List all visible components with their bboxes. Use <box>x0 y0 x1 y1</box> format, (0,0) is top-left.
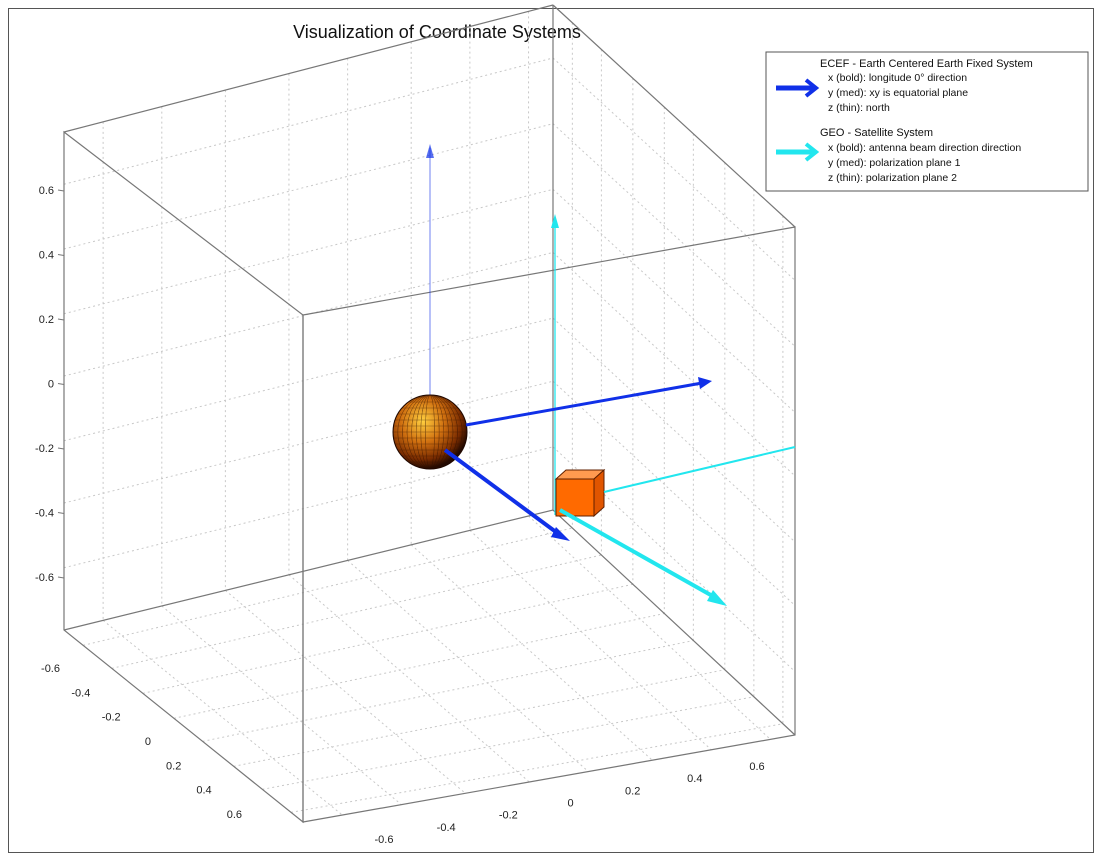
front-floor-tick-label: -0.6 <box>375 834 394 846</box>
z-tick-label: -0.6 <box>35 572 54 584</box>
legend-arrow-geo <box>776 142 820 162</box>
legend-arrow-ecef <box>776 78 820 98</box>
z-tick-labels: 0.6 0.4 0.2 0 -0.2 -0.4 -0.6 <box>35 185 65 584</box>
left-floor-tick-label: 0.6 <box>227 809 242 821</box>
z-tick-mark <box>57 447 65 450</box>
front-floor-tick-label: 0.2 <box>625 785 640 797</box>
legend-ecef-line-1: x (bold): longitude 0° direction <box>828 72 967 84</box>
front-floor-tick-labels: -0.6 -0.4 -0.2 0 0.2 0.4 0.6 <box>375 761 765 846</box>
legend-geo-line-3: z (thin): polarization plane 2 <box>828 172 957 184</box>
left-floor-tick-label: -0.2 <box>102 712 121 724</box>
left-floor-tick-labels: -0.6 -0.4 -0.2 0 0.2 0.4 0.6 <box>41 663 242 821</box>
legend-ecef-line-2: y (med): xy is equatorial plane <box>828 87 968 99</box>
left-floor-tick-label: -0.6 <box>41 663 60 675</box>
left-floor-tick-label: 0.4 <box>196 785 211 797</box>
legend-geo-line-2: y (med): polarization plane 1 <box>828 157 961 169</box>
z-tick-label: 0 <box>48 379 54 391</box>
geo-z-axis-arrow <box>551 214 559 515</box>
ecef-x-axis-arrow <box>443 448 570 541</box>
legend: ECEF - Earth Centered Earth Fixed System… <box>765 51 1089 192</box>
z-tick-label: 0.6 <box>39 185 54 197</box>
front-floor-tick-label: 0.4 <box>687 773 702 785</box>
z-tick-mark <box>57 318 65 321</box>
legend-group-ecef: ECEF - Earth Centered Earth Fixed System… <box>776 58 1033 114</box>
z-tick-mark <box>57 576 65 579</box>
geo-x-axis-arrow <box>559 508 727 606</box>
front-floor-tick-label: 0.6 <box>749 761 764 773</box>
legend-ecef-title: ECEF - Earth Centered Earth Fixed System <box>820 58 1033 70</box>
front-floor-tick-label: -0.2 <box>499 810 518 822</box>
ecef-z-axis-arrow <box>426 144 434 395</box>
z-tick-label: 0.2 <box>39 314 54 326</box>
legend-ecef-line-3: z (thin): north <box>828 102 890 114</box>
z-tick-label: -0.4 <box>35 508 54 520</box>
front-floor-tick-label: -0.4 <box>437 822 456 834</box>
legend-group-geo: GEO - Satellite System x (bold): antenna… <box>776 127 1021 184</box>
ecef-y-axis-arrow <box>465 377 712 427</box>
z-tick-mark <box>57 512 65 514</box>
left-floor-tick-label: 0 <box>145 736 151 748</box>
front-floor-tick-label: 0 <box>567 798 573 810</box>
left-floor-tick-label: -0.4 <box>71 687 90 699</box>
z-tick-label: 0.4 <box>39 250 54 262</box>
legend-geo-line-1: x (bold): antenna beam direction directi… <box>828 142 1021 154</box>
z-tick-mark <box>57 254 65 256</box>
geo-y-axis-arrow <box>603 446 796 493</box>
legend-geo-title: GEO - Satellite System <box>820 127 933 139</box>
z-tick-label: -0.2 <box>35 443 54 455</box>
left-floor-tick-label: 0.2 <box>166 760 181 772</box>
z-tick-mark <box>57 383 65 385</box>
plot-title: Visualization of Coordinate Systems <box>293 22 581 42</box>
z-tick-mark <box>57 189 65 192</box>
axes-box <box>63 4 796 824</box>
satellite-cube <box>554 468 606 518</box>
